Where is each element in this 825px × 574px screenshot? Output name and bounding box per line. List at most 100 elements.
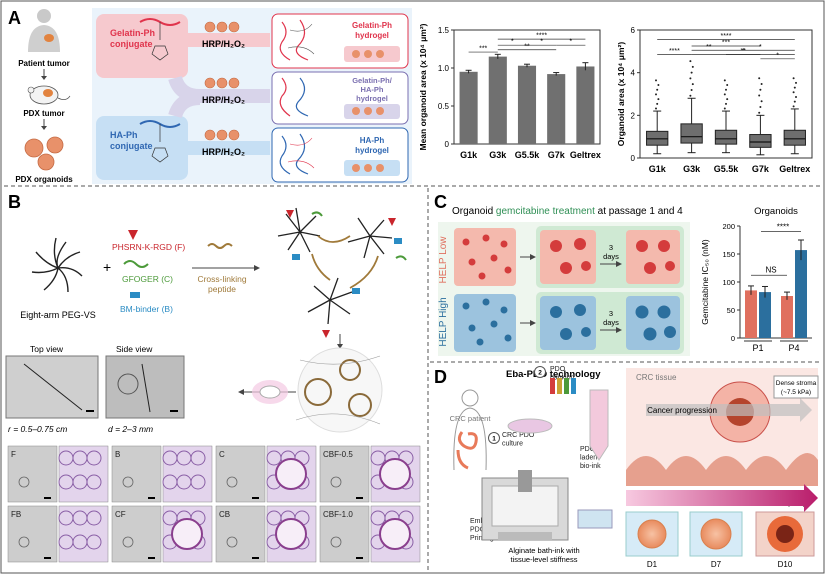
chart2-ytick-label: 6 [631, 26, 636, 35]
bio-ink-syringe-icon [589, 389, 609, 461]
chart2-ylabel: Organoid area (x 10⁴ μm²) [616, 42, 626, 147]
chart3-ytick-label: 0 [731, 334, 735, 343]
label-pdx-tumor: PDX tumor [23, 109, 64, 118]
label-ligand-c: GFOGER (C) [122, 274, 173, 284]
row-label-help-low: HELP Low [438, 236, 449, 284]
chart1-bar [547, 74, 566, 144]
tile-label: FB [11, 510, 21, 519]
ligand-b-icon [130, 292, 140, 298]
chart2-outlier [792, 91, 795, 94]
tile-scale-bar [44, 557, 51, 559]
tile-stain-texture [86, 474, 102, 490]
gelatin-conjugate-label-2: conjugate [110, 39, 153, 49]
chart1-sig-mark: * [569, 39, 572, 46]
chart2-box [714, 129, 738, 145]
chart2-outlier [759, 88, 762, 91]
tile-brightfield [319, 445, 370, 503]
chart1-xtick-label: G3k [489, 150, 507, 160]
tile-brightfield [7, 445, 58, 503]
label-pdx-organoids: PDX organoids [15, 175, 73, 184]
step-number: 1 [492, 436, 496, 443]
hydrogel-1-line-1: Gelatin-Ph [352, 21, 392, 30]
label-peg: Eight-arm PEG-VS [20, 310, 96, 320]
chart1-sig-mark: *** [479, 46, 487, 53]
high-row-start [454, 294, 516, 352]
chart2-outlier [795, 81, 797, 84]
hrp-row-2: HRP/H₂O₂ [202, 77, 245, 105]
progression-arrow [646, 398, 812, 422]
label-radius: r = 0.5–0.75 cm [8, 424, 67, 434]
hrp-row-1: HRP/H₂O₂ [202, 21, 245, 49]
chart2-outlier [657, 84, 660, 87]
maturation-arrow [626, 484, 818, 512]
tile-stain-texture [190, 450, 206, 466]
tile-stained [58, 505, 109, 563]
chart2-sig-mark: ** [706, 44, 712, 51]
tile-brightfield [215, 505, 266, 563]
label-ligand-b: BM-binder (B) [120, 304, 173, 314]
chart2-outlier [758, 77, 761, 80]
tile-brightfield [111, 505, 162, 563]
panel-letter-a: A [8, 8, 21, 28]
chart1-sig-mark: * [540, 39, 543, 46]
patient-icon [28, 9, 60, 52]
chart1-ytick-label: 0.5 [438, 102, 450, 111]
chart2-ytick-label: 2 [631, 111, 636, 120]
chart2-outlier [655, 93, 657, 96]
chart3-xtick-label: P4 [788, 343, 799, 353]
chart2-outlier [795, 95, 797, 98]
hydrogel-1-line-2: hydrogel [355, 31, 389, 40]
tile-organoid [379, 458, 411, 490]
tile-stained [58, 445, 109, 503]
hydrogel-gelatin: Gelatin-Ph hydrogel [271, 13, 409, 69]
low-days-number: 3 [609, 243, 613, 252]
step-text: PDO- [580, 446, 598, 453]
ligand-f-icon [128, 230, 138, 240]
chart2-sig-mark: ** [740, 48, 746, 55]
peg-star-icon [31, 237, 83, 293]
hydrogel-3-line-2: hydrogel [355, 146, 389, 155]
hydrogel-ha: HA-Ph hydrogel [271, 127, 409, 183]
step-number: 2 [538, 370, 542, 377]
stroma-line-1: Dense stroma [776, 380, 817, 387]
chart2-outlier [758, 94, 761, 97]
chart2-outlier [657, 98, 660, 101]
chart3-ytick-label: 100 [722, 278, 735, 287]
tile-label: CBF-0.5 [323, 450, 353, 459]
ha-conjugate-label-1: HA-Ph [110, 130, 138, 140]
tile-brightfield-organoid [18, 536, 30, 548]
embedded-organoids-icon [295, 347, 383, 433]
label-crc-patient: CRC patient [450, 414, 492, 423]
step-badge [488, 432, 500, 444]
chart1-xtick-label: G5.5k [515, 150, 541, 160]
banking-tubes-icon [550, 378, 576, 394]
tile-label: F [11, 450, 16, 459]
tile-scale-bar [356, 497, 363, 499]
chart2-sig-mark: **** [721, 33, 732, 40]
chart2-outlier [759, 106, 762, 109]
panel-c-title-post: at passage 1 and 4 [595, 206, 683, 217]
tile-stain-texture [86, 534, 102, 550]
chart2-outlier [760, 100, 763, 103]
label-ligand-f: PHSRN-K-RGD (F) [112, 242, 185, 252]
chart2-ytick-label: 4 [631, 69, 636, 78]
tile-scale-bar [148, 497, 155, 499]
chart2-outlier [792, 105, 795, 108]
day-cube-3 [755, 511, 815, 557]
panel-c: C Organoid gemcitabine treatment at pass… [434, 192, 690, 356]
tile-organoid [171, 518, 203, 550]
chart2-xtick-label: G7k [752, 164, 770, 174]
gelatin-conjugate-box [96, 14, 188, 78]
chart2-outlier [655, 79, 657, 82]
chart3-title: Organoids [754, 206, 798, 217]
ha-conjugate-label-2: conjugate [110, 141, 153, 151]
chart2-xtick-label: Geltrex [779, 164, 810, 174]
chart2-outlier [690, 88, 693, 91]
hrp-label-2: HRP/H₂O₂ [202, 95, 245, 105]
